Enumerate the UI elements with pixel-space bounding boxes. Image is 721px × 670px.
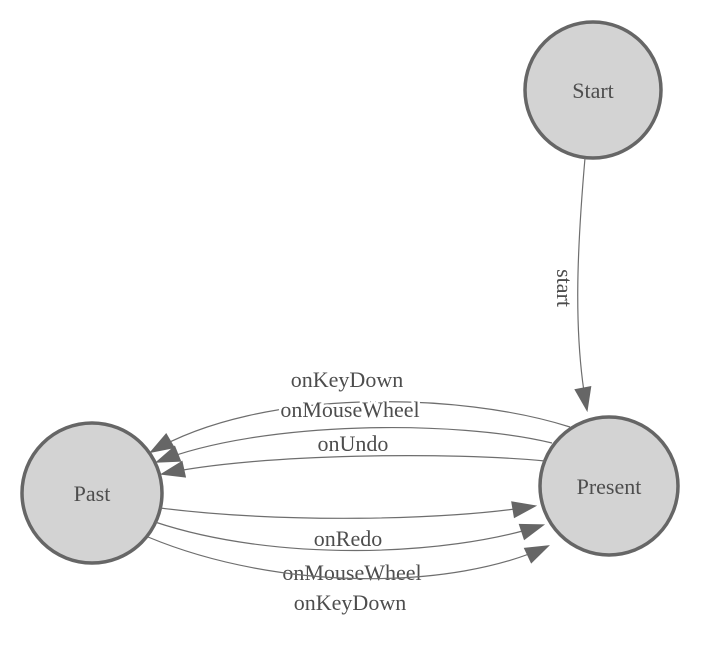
edge-present-to-past-onmousewheel: onMouseWheel: [154, 395, 553, 463]
node-start-circle[interactable]: [523, 20, 663, 160]
edge-past-to-present-onmousewheel-path: [154, 521, 546, 552]
edge-present-to-past-onundo: onUndo: [159, 429, 546, 478]
node-present-circle[interactable]: [538, 415, 680, 557]
edge-label-onundo: onUndo: [318, 431, 389, 456]
edge-label-onkeydown-bottom: onKeyDown: [294, 590, 406, 615]
node-present[interactable]: Present: [538, 415, 680, 557]
edge-past-to-present-onkeydown: onKeyDown: [147, 536, 550, 618]
edge-past-to-present-onmousewheel: onMouseWheel: [154, 521, 546, 588]
edge-present-to-past-onundo-path: [159, 455, 546, 478]
node-past[interactable]: Past: [20, 421, 164, 565]
edge-start-to-present-path: [574, 157, 592, 413]
edge-label-onredo: onRedo: [314, 526, 382, 551]
node-past-label: Past: [74, 481, 111, 506]
edge-label-onkeydown-top: onKeyDown: [291, 367, 403, 392]
edge-start-to-present: start: [550, 157, 592, 413]
edge-present-to-past-onmousewheel-path: [154, 426, 553, 463]
node-present-label: Present: [577, 474, 642, 499]
edge-present-to-past-onkeydown-path: [149, 401, 571, 454]
edge-past-to-present-onredo: onRedo: [159, 501, 538, 554]
edge-label-onmousewheel-top: onMouseWheel: [280, 397, 419, 422]
edge-past-to-present-onredo-path: [159, 501, 538, 519]
edge-label-start: start: [552, 269, 577, 307]
edge-label-onmousewheel-bottom: onMouseWheel: [282, 560, 421, 585]
node-start[interactable]: Start: [523, 20, 663, 160]
node-start-label: Start: [572, 78, 614, 103]
node-past-circle[interactable]: [20, 421, 164, 565]
edge-present-to-past-onkeydown: onKeyDown: [149, 365, 571, 454]
edge-past-to-present-onkeydown-path: [147, 536, 550, 580]
